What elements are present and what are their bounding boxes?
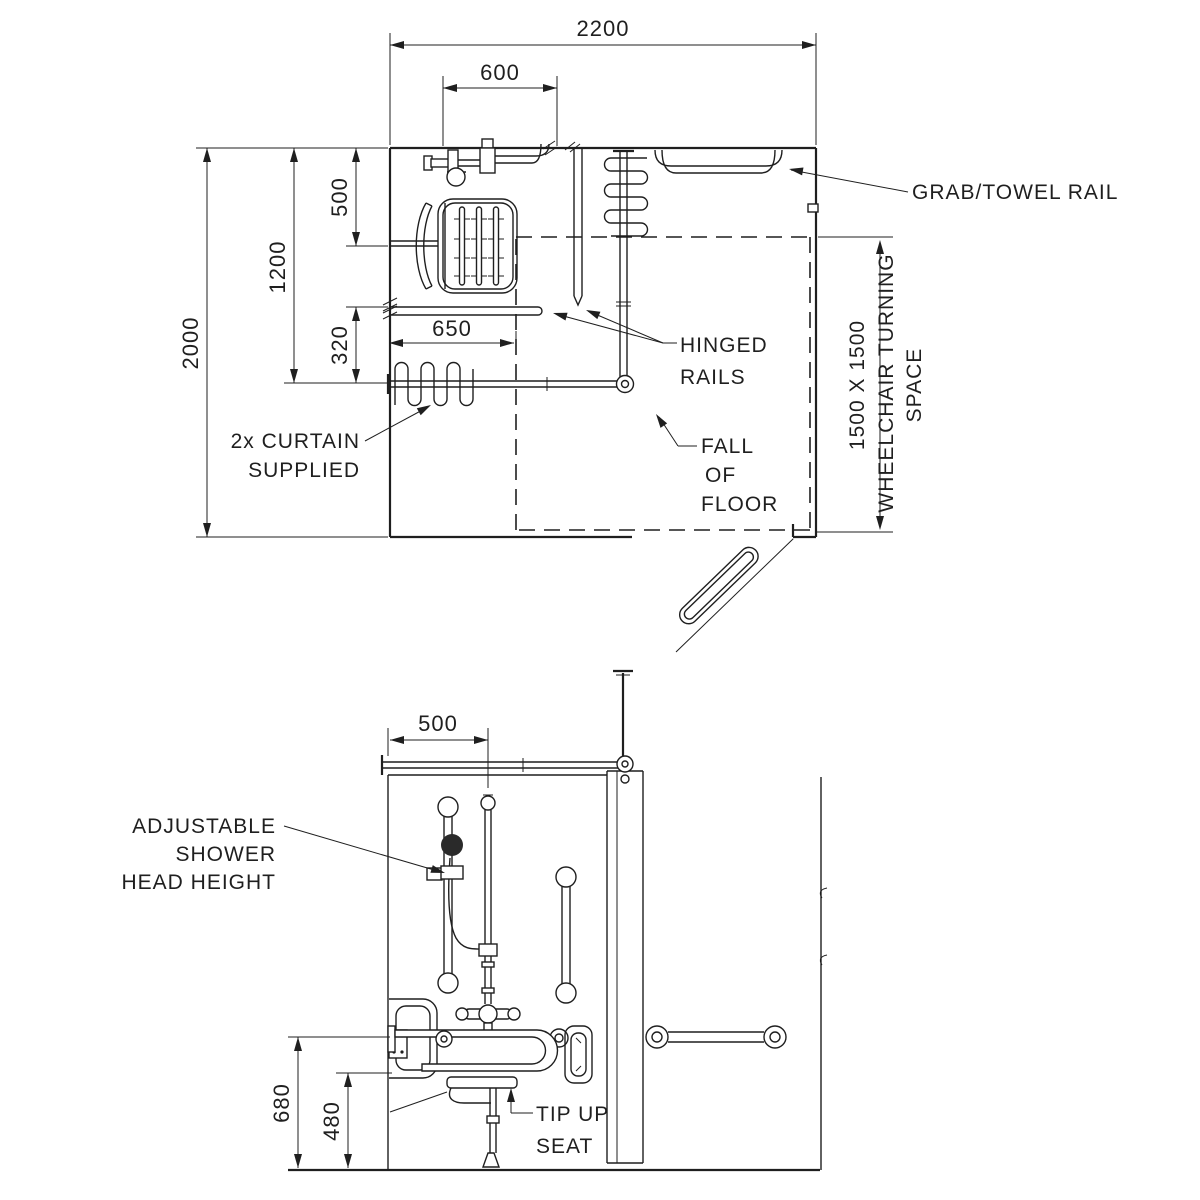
shower-head: [426, 834, 464, 881]
adjustable-text-2: SHOWER: [176, 843, 277, 866]
fixing-tick: [542, 140, 556, 150]
wheelchair-turning-space-box: [515, 236, 811, 531]
hinged-rails-text-2: RAILS: [680, 366, 746, 389]
dim-500-elev-text: 500: [418, 711, 458, 736]
dim-480-text: 480: [319, 1101, 344, 1141]
shower-curtain-vertical: [603, 157, 649, 237]
elevation-view: 500: [121, 669, 828, 1172]
fall-text-2: OF: [705, 464, 736, 487]
dim-320-text: 320: [327, 325, 352, 365]
hinged-rails-text-1: HINGED: [680, 334, 768, 357]
hinged-rail-folded: [564, 141, 583, 307]
curtain-track-horizontal: [386, 374, 635, 394]
shower-curtain-horizontal: [394, 361, 474, 407]
dim-600-text: 600: [480, 60, 520, 85]
label-grab-towel-rail: GRAB/TOWEL RAIL: [788, 165, 1118, 204]
wall-clip: [819, 887, 828, 899]
dim-500-plan-text: 500: [327, 177, 352, 217]
label-hinged-rails: HINGED RAILS: [551, 306, 768, 389]
fall-text-1: FALL: [701, 435, 754, 458]
tip-up-text-2: SEAT: [536, 1135, 593, 1158]
dim-480: 480: [319, 1072, 392, 1168]
tip-up-seat: [389, 1076, 518, 1168]
label-adjustable-shower-head: ADJUSTABLE SHOWER HEAD HEIGHT: [121, 815, 447, 894]
door-open-with-rail: [675, 538, 794, 653]
room-walls: [388, 146, 819, 539]
dim-1200-text: 1200: [265, 241, 290, 294]
elevation-walls: [288, 770, 828, 1172]
grab-towel-rail-text: GRAB/TOWEL RAIL: [912, 181, 1118, 204]
plan-view: 2200 600 2000 1200: [178, 16, 1118, 653]
adjustable-text-3: HEAD HEIGHT: [121, 871, 276, 894]
wall-clip: [819, 954, 828, 966]
dim-600: 600: [442, 60, 558, 146]
dim-650-text: 650: [432, 316, 472, 341]
dim-turning-space: 1500 X 1500 WHEELCHAIR TURNING SPACE: [816, 236, 926, 533]
grab-towel-rail: [654, 149, 783, 174]
dim-680: 680: [269, 1036, 390, 1168]
curtain-track-vertical: [613, 149, 634, 377]
curtain-text-2: SUPPLIED: [248, 459, 360, 482]
shower-basket: [564, 1025, 593, 1084]
dim-2000-text: 2000: [178, 317, 203, 370]
shower-hose: [447, 857, 482, 950]
adjustable-text-1: ADJUSTABLE: [132, 815, 276, 838]
fixing-tick: [544, 146, 558, 156]
wall-bracket: [807, 203, 819, 213]
dim-2200: 2200: [389, 16, 817, 145]
drop-down-rail: [387, 1025, 569, 1072]
mixer-valve: [455, 1004, 521, 1036]
turning-space-line3: SPACE: [903, 348, 926, 423]
turning-space-line1: 1500 X 1500: [846, 320, 869, 450]
seat-slats: [454, 206, 504, 286]
dim-680-text: 680: [269, 1083, 294, 1123]
label-curtain-supplied: 2x CURTAIN SUPPLIED: [231, 401, 433, 482]
dim-2200-text: 2200: [577, 16, 630, 41]
fall-text-3: FLOOR: [701, 493, 778, 516]
shower-valve-assembly: [423, 138, 558, 187]
dim-1200: 1200: [265, 148, 388, 384]
label-tip-up-seat: TIP UP SEAT: [507, 1088, 609, 1158]
curtain-text-1: 2x CURTAIN: [231, 430, 360, 453]
riser-pipe: [478, 794, 498, 1004]
dim-500-plan: 500: [327, 148, 388, 247]
tip-up-text-1: TIP UP: [536, 1103, 609, 1126]
dim-2000: 2000: [178, 147, 388, 538]
elevation-curtain-rail: [380, 669, 634, 775]
dim-500-elevation: 500: [387, 711, 489, 788]
turning-space-line2: WHEELCHAIR TURNING: [875, 253, 898, 512]
dim-650: 650: [389, 316, 517, 355]
vertical-grab-rail: [555, 866, 577, 1004]
hinged-rail-horizontal: [382, 297, 543, 320]
horizontal-grab-rail: [645, 1025, 787, 1049]
shower-slide-rail: [437, 796, 459, 994]
shower-seat-plan: [390, 198, 518, 294]
dim-320: 320: [327, 306, 388, 383]
label-fall-of-floor: FALL OF FLOOR: [652, 411, 778, 516]
